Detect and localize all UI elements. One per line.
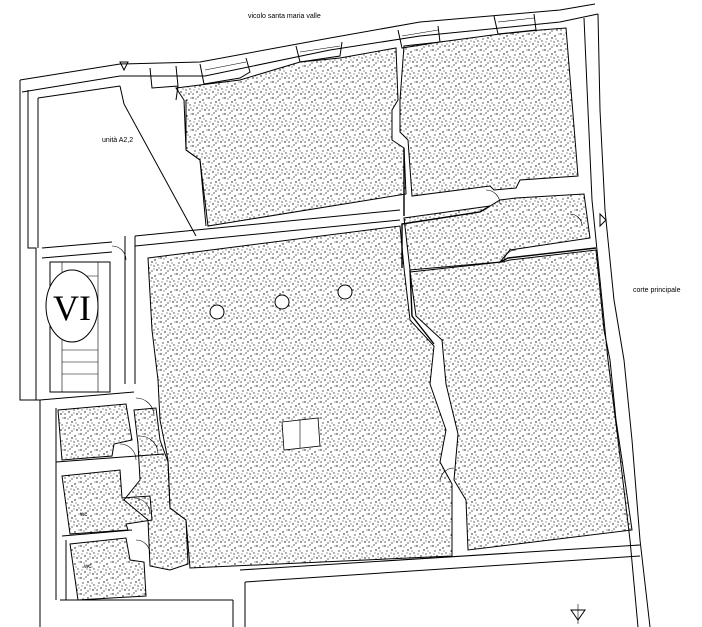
room-right: [409, 249, 633, 551]
interior-walls: [37, 85, 597, 600]
floor-hatch-square: [281, 417, 321, 451]
stairwell: VI: [45, 261, 111, 393]
wc-label-upper: wc: [79, 512, 87, 518]
wc-label-lower: wc: [83, 564, 91, 570]
stippled-rooms: [57, 27, 633, 601]
column-3: [337, 284, 353, 300]
columns: [209, 284, 353, 451]
stair-marker: VI: [53, 288, 91, 328]
room-service-d: [123, 407, 189, 571]
doors: [111, 189, 607, 624]
courtyard-label: corte principale: [633, 287, 681, 294]
outer-walls: [19, 3, 651, 627]
room-corridor: [403, 193, 591, 271]
room-service-a: [57, 403, 133, 461]
column-1: [209, 304, 225, 320]
unit-label: unità A2,2: [102, 137, 133, 144]
column-2: [274, 294, 290, 310]
stair-marker-ellipse: [45, 269, 99, 343]
window-bays: [119, 13, 537, 89]
room-service-c: [69, 537, 147, 601]
street-label: vicolo santa maria valle: [248, 13, 321, 20]
room-street-right: [399, 27, 579, 197]
room-central: [147, 225, 453, 569]
